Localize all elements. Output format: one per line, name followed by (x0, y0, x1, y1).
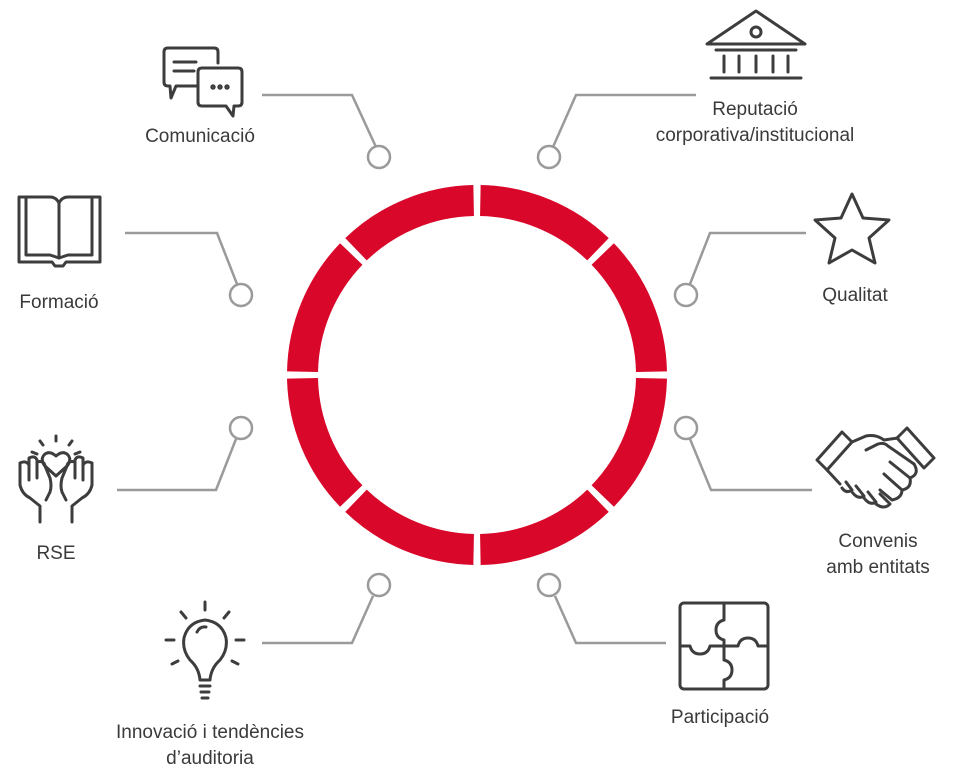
handshake-icon (815, 426, 936, 509)
label-convenis-line1: Convenis (838, 531, 918, 552)
node-reputacio (536, 144, 562, 170)
ring-segment (591, 378, 667, 507)
connector-rse (117, 438, 238, 492)
label-reputacio-line2: corporativa/institucional (655, 125, 855, 146)
label-formacio: Formació (0, 290, 118, 316)
node-convenis (673, 415, 699, 441)
connector-innovacio (262, 595, 375, 645)
label-participacio: Participació (640, 705, 800, 731)
label-reputacio: Reputació corporativa/institucional (620, 97, 890, 149)
label-qualitat: Qualitat (800, 283, 910, 309)
ring-segment (287, 378, 363, 507)
label-innovacio-line2: d’auditoria (166, 748, 254, 769)
star-icon (813, 192, 891, 265)
connector-reputacio (551, 93, 696, 148)
connector-formacio (125, 231, 239, 285)
label-innovacio: Innovació i tendències d’auditoria (80, 720, 340, 772)
ring-segment (345, 185, 474, 261)
label-rse-line1: RSE (36, 543, 76, 564)
node-rse (228, 415, 254, 441)
connector-lines (117, 93, 812, 645)
puzzle-icon (678, 601, 770, 691)
ring-segment (345, 489, 474, 565)
label-innovacio-line1: Innovació i tendències (115, 722, 304, 743)
connector-participacio (553, 595, 666, 645)
label-comunicacio: Comunicació (110, 124, 290, 150)
label-qualitat-line1: Qualitat (822, 285, 888, 306)
label-formacio-line1: Formació (19, 292, 99, 313)
ring-segment (480, 489, 609, 565)
label-reputacio-line1: Reputació (712, 99, 798, 120)
node-innovacio (366, 572, 392, 598)
node-qualitat (673, 282, 699, 308)
node-comunicacio (366, 144, 392, 170)
speech-bubbles-icon (162, 46, 244, 118)
connector-nodes (228, 144, 699, 598)
light-bulb-icon (164, 600, 246, 700)
connector-comunicacio (262, 93, 378, 148)
hands-heart-icon (18, 434, 94, 524)
institution-building-icon (705, 9, 807, 80)
central-ring (287, 185, 667, 565)
node-formacio (228, 282, 254, 308)
label-participacio-line1: Participació (670, 707, 770, 728)
label-convenis: Convenis amb entitats (800, 529, 956, 581)
label-comunicacio-line1: Comunicació (145, 126, 255, 147)
ring-segment (287, 243, 363, 372)
open-book-icon (17, 195, 102, 268)
connector-convenis (688, 438, 812, 492)
connector-qualitat (688, 231, 806, 285)
node-participacio (536, 572, 562, 598)
ring-segment (480, 185, 609, 261)
label-convenis-line2: amb entitats (826, 557, 930, 578)
label-rse: RSE (16, 541, 96, 567)
ring-segment (591, 243, 667, 372)
